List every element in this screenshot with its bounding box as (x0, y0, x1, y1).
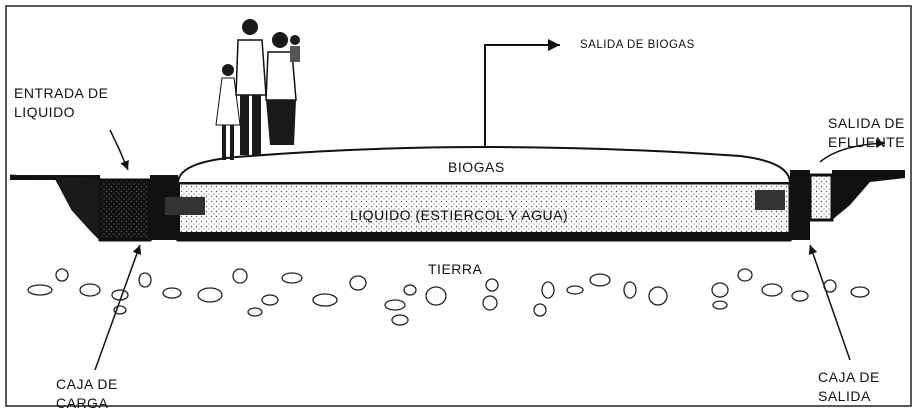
label-salida-efluente-line1: SALIDA DE (828, 115, 905, 131)
outlet-pipe (755, 190, 785, 210)
label-liquido: LIQUIDO (ESTIERCOL Y AGUA) (350, 207, 569, 223)
trench-left-wall (9, 174, 101, 242)
diagram-border (5, 5, 912, 407)
ground-right (832, 170, 905, 220)
label-salida-efluente-line2: EFLUENTE (828, 134, 906, 150)
label-caja-carga-line2: CARGA (56, 395, 109, 411)
inlet-pipe (165, 197, 205, 215)
label-tierra: TIERRA (428, 261, 483, 277)
label-entrada-liquido-line1: ENTRADA DE (14, 85, 109, 101)
label-caja-salida-line1: CAJA DE (818, 369, 880, 385)
caja-salida-pointer (808, 244, 851, 361)
label-caja-salida-line2: SALIDA (818, 388, 871, 404)
biogas-dome (176, 146, 792, 184)
inlet-arrow (109, 129, 129, 171)
label-salida-biogas: SALIDA DE BIOGAS (580, 39, 695, 51)
effluent-arrow (819, 138, 886, 163)
caja-de-salida (808, 173, 834, 222)
label-biogas: BIOGAS (448, 159, 505, 175)
label-entrada-liquido-line2: LIQUIDO (14, 104, 76, 120)
biogas-outlet-arrow (484, 39, 560, 148)
caja-de-carga (98, 178, 152, 242)
family-figures (215, 19, 300, 160)
label-caja-carga-line1: CAJA DE (56, 376, 118, 392)
soil-stones (27, 268, 870, 326)
tank-floor (178, 232, 790, 240)
outlet-wall (790, 170, 810, 240)
caja-carga-pointer (94, 244, 142, 371)
